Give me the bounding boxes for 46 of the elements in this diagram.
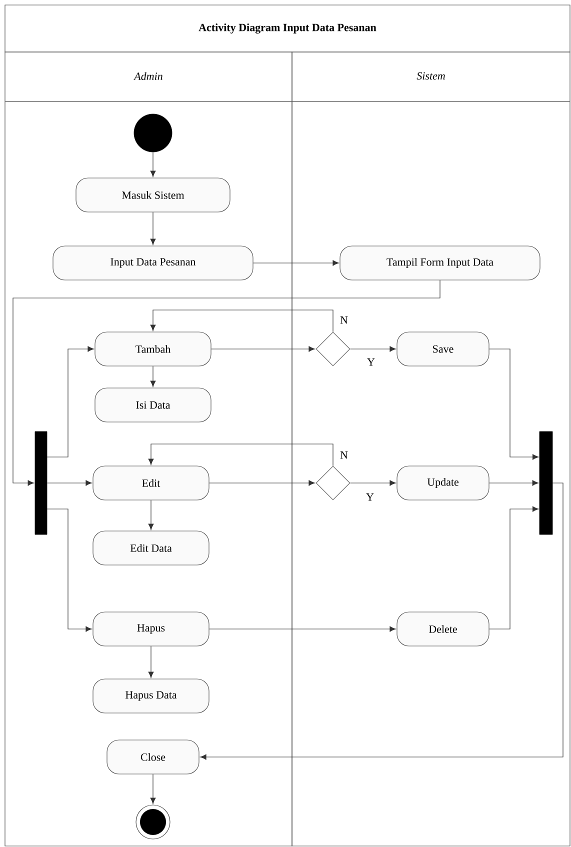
activity-box: Hapus Data [92,678,210,714]
edge-label: N [339,450,349,460]
activity-box: Tambah [94,332,212,366]
arrow [46,480,92,486]
decision-diamond [316,466,350,500]
activity-box: Edit Data [92,530,210,566]
edge-label: Y [366,357,376,367]
arrow [148,444,334,466]
arrow [211,346,315,352]
activity-box: Tampil Form Input Data [340,246,540,280]
sync-bar [34,431,48,535]
edge-label: Y [365,492,375,502]
activity-box: Masuk Sistem [76,178,230,212]
activity-box: Delete [396,612,490,646]
arrow [150,774,156,804]
activity-box: Isi Data [94,388,212,422]
arrow [12,280,440,486]
arrow [46,508,92,632]
arrow [148,500,154,530]
arrow [46,346,94,458]
arrow [148,646,154,678]
arrow [350,346,396,352]
activity-box: Edit [92,466,210,500]
arrow [209,626,396,632]
activity-box: Input Data Pesanan [52,246,254,280]
arrow [350,480,396,486]
activity-box: Close [106,740,200,774]
decision-diamond [316,332,350,366]
arrow [200,482,564,760]
start-node [134,114,172,152]
arrow [150,366,156,387]
arrow [489,506,539,630]
activity-box: Hapus [92,612,210,646]
arrow [253,260,339,266]
arrow [150,212,156,245]
arrow [150,152,156,177]
arrow [489,348,539,460]
arrow [209,480,315,486]
edge-label: N [339,315,349,325]
title-bar: Activity Diagram Input Data Pesanan [4,4,570,52]
activity-box: Save [396,332,490,366]
end-node [136,804,170,840]
activity-box: Update [396,466,490,500]
arrow [150,310,334,332]
sync-bar [539,431,553,535]
arrow [489,480,538,486]
